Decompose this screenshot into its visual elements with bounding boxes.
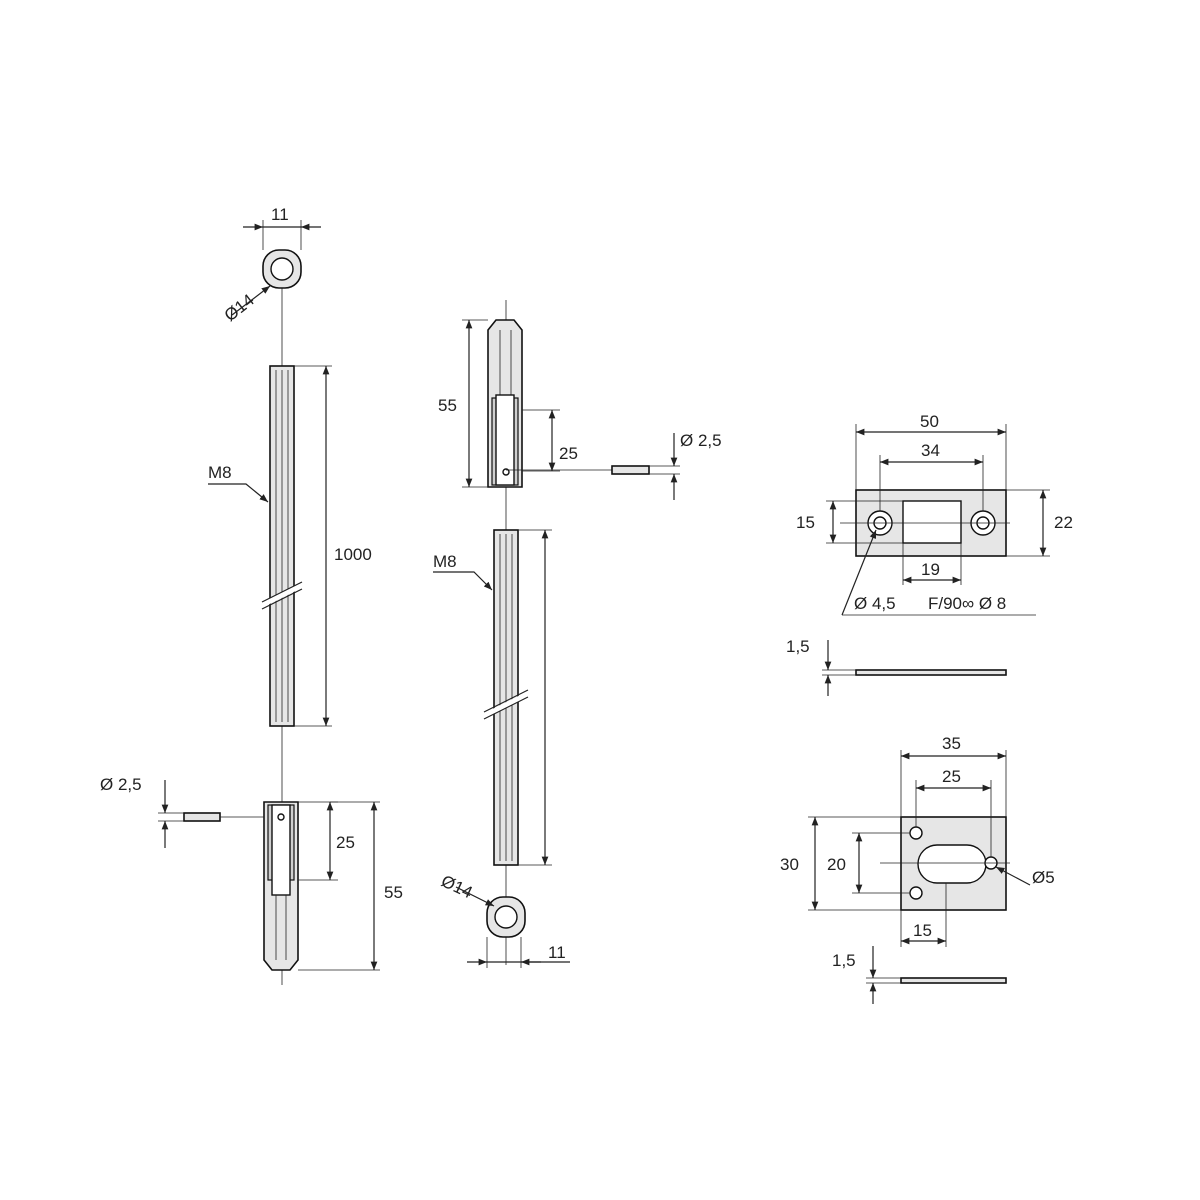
- left-top-nut: 11 Ø14: [221, 205, 321, 325]
- bottom-plate: 35 25 30 20 15 Ø5 1,5: [780, 734, 1055, 1004]
- middle-nut-width-label: 11: [548, 943, 566, 962]
- top-plate-thickness-label: 1,5: [786, 637, 810, 656]
- middle-pin-diameter-label: Ø 2,5: [680, 431, 722, 450]
- left-pin-diameter-label: Ø 2,5: [100, 775, 142, 794]
- middle-rod-assembly: 55 25 Ø 2,5 M8: [433, 300, 722, 968]
- top-plate-height-label: 22: [1054, 513, 1073, 532]
- left-tip-length-label: 55: [384, 883, 403, 902]
- top-plate-hole-diameter-label: Ø 4,5: [854, 594, 896, 613]
- middle-tip-length-label: 55: [438, 396, 457, 415]
- bottom-plate-thickness-label: 1,5: [832, 951, 856, 970]
- middle-top-tip: 55 25 Ø 2,5: [438, 319, 722, 500]
- left-threaded-rod: M8 1000: [208, 365, 372, 727]
- top-plate-width-label: 50: [920, 412, 939, 431]
- left-rod-length-label: 1000: [334, 545, 372, 564]
- left-pin-depth-label: 25: [336, 833, 355, 852]
- middle-pin-depth-label: 25: [559, 444, 578, 463]
- bottom-plate-hole-spacing-label: 25: [942, 767, 961, 786]
- left-thread-label: M8: [208, 463, 232, 482]
- bottom-plate-hole-vertical-label: 20: [827, 855, 846, 874]
- left-bottom-tip: Ø 2,5 25 55: [100, 775, 403, 971]
- top-plate-countersink-label: F/90∞ Ø 8: [928, 594, 1006, 613]
- top-plate-slot-width-label: 19: [921, 560, 940, 579]
- left-rod-assembly: 11 Ø14 M8 1000: [100, 205, 403, 985]
- middle-bottom-nut: 11 Ø14: [438, 871, 570, 968]
- top-strike-plate: 50 34 15 22 19 Ø 4,5 F/90∞ Ø 8 1,5: [786, 412, 1073, 696]
- left-nut-width-label: 11: [271, 205, 289, 224]
- middle-nut-diameter-label: Ø14: [438, 871, 475, 902]
- top-plate-inner-height-label: 15: [796, 513, 815, 532]
- bottom-plate-height-label: 30: [780, 855, 799, 874]
- bottom-plate-hole-diameter-label: Ø5: [1032, 868, 1055, 887]
- middle-thread-label: M8: [433, 552, 457, 571]
- left-nut-diameter-label: Ø14: [221, 290, 258, 325]
- bottom-plate-width-label: 35: [942, 734, 961, 753]
- middle-threaded-rod: M8: [433, 529, 552, 866]
- bottom-plate-offset-label: 15: [913, 921, 932, 940]
- top-plate-hole-spacing-label: 34: [921, 441, 940, 460]
